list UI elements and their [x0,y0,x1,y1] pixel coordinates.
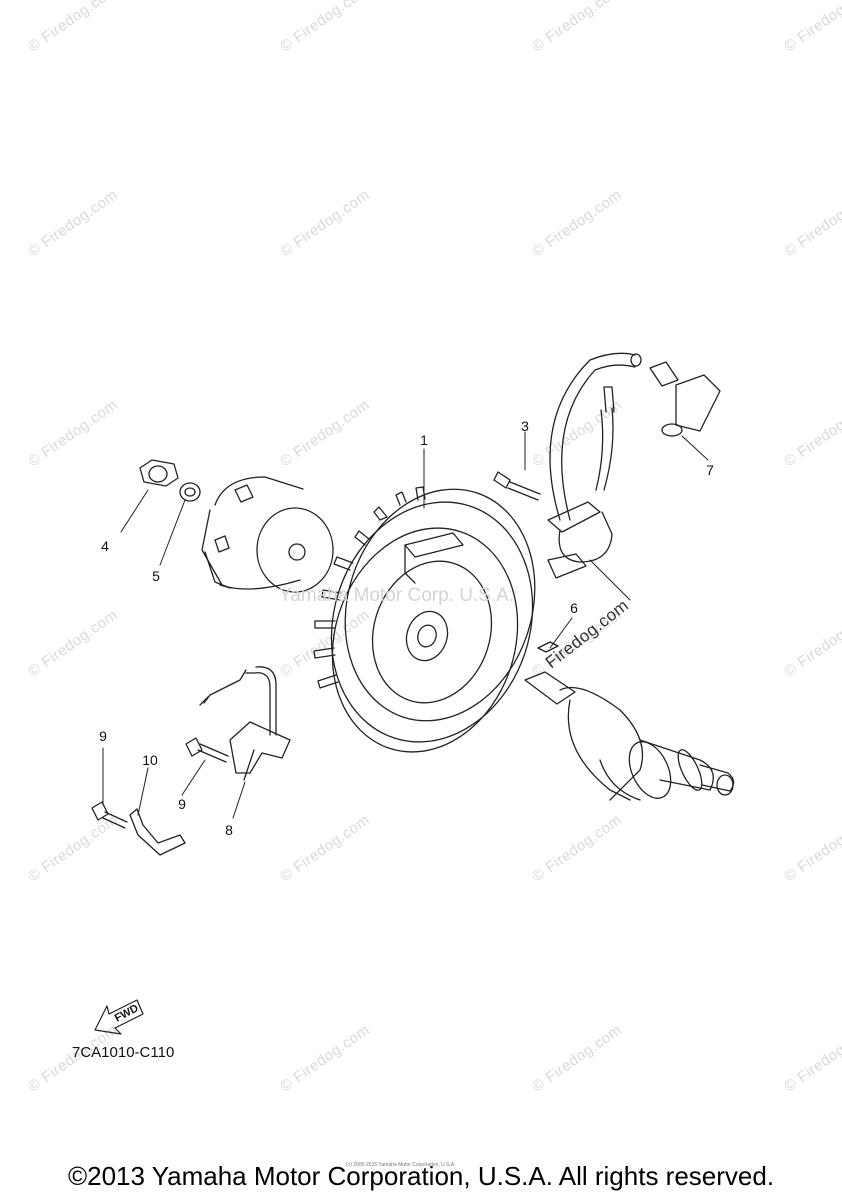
crankshaft-drawing [524,671,735,801]
diagram-code: 7CA1010-C110 [72,1044,175,1061]
fwd-label: FWD [113,1002,141,1024]
copyright-footer: ©2013 Yamaha Motor Corporation, U.S.A. A… [67,1161,775,1191]
callout-1: 1 [420,432,428,448]
callout-10: 10 [142,752,158,768]
bracket-drawing [91,801,186,856]
callout-8: 8 [225,822,233,838]
pulser-coil-drawing [185,666,291,781]
callout-9-lower: 9 [99,728,107,744]
callout-5: 5 [152,568,160,584]
callout-6: 6 [570,600,578,616]
stator-drawing [201,476,334,593]
yamaha-watermark: Yamaha Motor Corp. U.S.A. [279,585,515,606]
callout-3: 3 [521,418,529,434]
nut-washer-drawing [139,459,201,502]
callout-4: 4 [101,538,109,554]
small-copyright: (c) 2005-2015 Yamaha Motor Corporation, … [346,1162,456,1168]
key-drawing [537,641,559,653]
flywheel-drawing [313,486,536,753]
ignition-coil-drawing [493,352,721,579]
callout-7: 7 [706,462,714,478]
leader-lines [102,431,709,819]
callout-9-upper: 9 [178,796,186,812]
forward-arrow: FWD [94,999,144,1035]
